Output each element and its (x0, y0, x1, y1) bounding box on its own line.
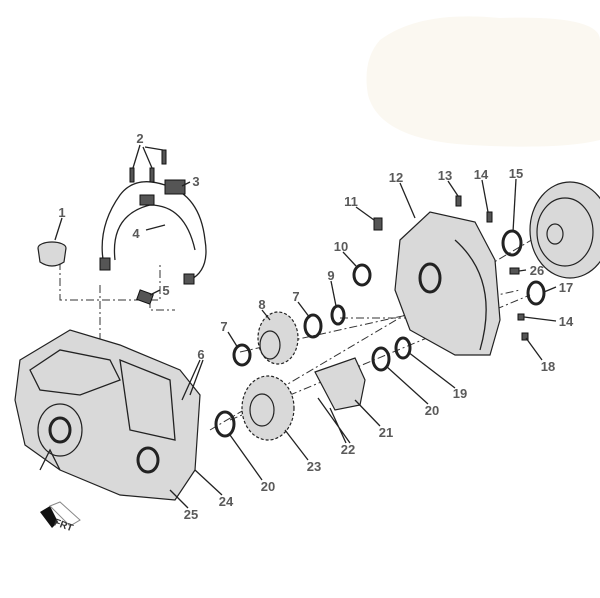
callout-17: 17 (559, 280, 573, 295)
callout-19: 19 (453, 386, 467, 401)
front-direction-indicator: FRT (40, 501, 81, 534)
washers-and-rings (214, 229, 546, 438)
callout-12: 12 (389, 170, 403, 185)
callout-21: 21 (379, 425, 393, 440)
callout-25: 25 (184, 507, 198, 522)
part-25-transmission-case (14, 329, 201, 501)
callout-1: 1 (58, 205, 65, 220)
callout-7a: 7 (220, 319, 227, 334)
part-12-bell-housing (394, 211, 501, 356)
callout-18: 18 (541, 359, 555, 374)
callout-24: 24 (219, 494, 234, 509)
torque-converter (529, 181, 600, 279)
background-blob (366, 16, 600, 147)
callout-14b: 14 (559, 314, 574, 329)
part-5-sensor (136, 289, 154, 305)
callout-22: 22 (341, 442, 355, 457)
front-arrow-icon (40, 506, 58, 528)
callout-9: 9 (327, 268, 334, 283)
part-8-gear (257, 311, 299, 365)
callout-4: 4 (132, 226, 140, 241)
callout-6: 6 (197, 347, 204, 362)
leader-lines (54, 144, 557, 509)
callout-3: 3 (192, 174, 199, 189)
callout-2: 2 (136, 131, 143, 146)
callout-5: 5 (162, 283, 169, 298)
part-21-baffle (314, 357, 366, 411)
callout-7b: 7 (292, 289, 299, 304)
callout-8: 8 (258, 297, 265, 312)
callout-10: 10 (334, 239, 348, 254)
part-23-gear (241, 375, 295, 441)
callout-14a: 14 (474, 167, 489, 182)
callout-13: 13 (438, 168, 452, 183)
part-1-plug (37, 241, 67, 267)
callout-26: 26 (530, 263, 544, 278)
callout-23: 23 (307, 459, 321, 474)
callout-labels: 1 2 3 4 5 6 7 7 8 9 10 11 12 13 14 15 26… (58, 131, 574, 522)
callout-15: 15 (509, 166, 523, 181)
part-2-4-wiring-harness (99, 149, 207, 285)
callout-20b: 20 (261, 479, 275, 494)
callout-20a: 20 (425, 403, 439, 418)
callout-11: 11 (344, 194, 358, 209)
